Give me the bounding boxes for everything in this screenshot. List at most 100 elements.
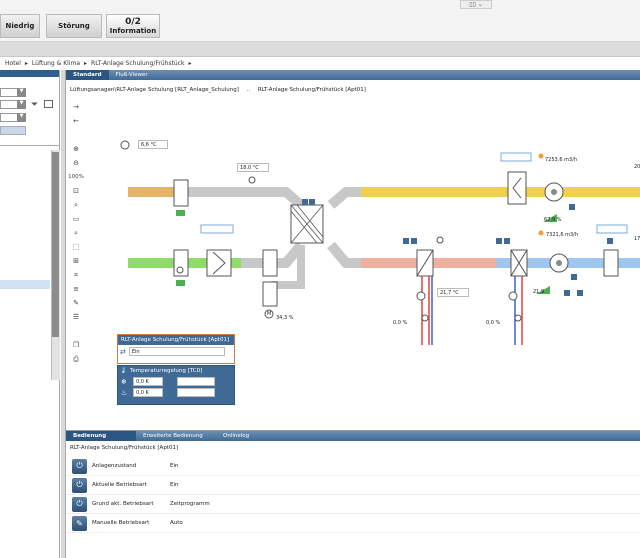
speed-bar-1 [543, 214, 557, 222]
attenuator-top-shape [512, 177, 522, 199]
temp-val1: 0,0 K [133, 377, 163, 386]
heat-icon: ♨ [121, 388, 128, 397]
zoom-out-icon[interactable]: ⊖ [73, 159, 79, 167]
table-icon[interactable] [44, 100, 53, 108]
comment-icon[interactable]: ✎ [73, 299, 79, 307]
tree-item-selected[interactable] [0, 280, 50, 289]
secondary-dropdown-icon[interactable]: ▼ [17, 113, 26, 122]
main-view: Standard Fluß-Viewer Lüftungsanagen\RLT-… [65, 70, 640, 430]
back-icon[interactable]: ← [73, 117, 79, 125]
status-sq-6 [504, 238, 510, 244]
popup-value: Ein [128, 347, 225, 356]
breadcrumb-item[interactable]: RLT-Anlage Schulung/Frühstück [91, 60, 185, 67]
empty-box-2 [500, 152, 532, 162]
tab-erweiterte-bedienung[interactable]: Erweiterte Bedienung [143, 433, 203, 439]
view-toolbar: → ← ⊕ ⊖ 100% ⊡ ⌕ ▭ ⌕ ⬚ ⊞ ⌗ ≡ ✎ ☰ ❐ ⎙ [68, 100, 85, 366]
damper-1 [262, 249, 278, 277]
tree-scrollbar-thumb[interactable] [52, 152, 59, 337]
temp-box1 [177, 377, 215, 386]
valve1-percent: 0,0 % [393, 320, 408, 326]
alarm-button-information[interactable]: 0/2 Information [106, 14, 160, 38]
duct-exhaust [356, 187, 640, 197]
alarm-dot-1 [538, 153, 544, 159]
breadcrumb-sep-icon: ▸ [188, 60, 192, 67]
power-icon: ⏻ [72, 496, 87, 512]
breadcrumb-sep-icon: ▸ [24, 60, 28, 67]
left-panel-header [0, 70, 59, 77]
breadcrumb-item[interactable]: Hotel [5, 60, 21, 67]
select-icon[interactable]: ⬚ [72, 243, 80, 251]
row-value: Zeitprogramm [170, 501, 210, 507]
valve2-percent: 0,0 % [486, 320, 501, 326]
popup-temperature[interactable]: 🌡 Temperaturregelung [TC0] ❄ 0,0 K ♨ 0,0… [117, 365, 235, 405]
duct-grey-bottom [241, 241, 361, 268]
pipe-heater [421, 276, 430, 345]
row-value: Ein [170, 463, 179, 469]
print-icon[interactable]: ⎙ [73, 354, 79, 363]
list-item[interactable]: ⏻ Anlagenzustand Ein [66, 457, 640, 476]
panel-splitter[interactable] [61, 70, 65, 558]
view-path-sep: .. [246, 87, 251, 93]
fan-bottom-hub [556, 260, 562, 266]
row-label: Anlagenzustand [92, 463, 137, 469]
copy-icon[interactable]: ❐ [72, 341, 80, 349]
motor-letter: M [267, 311, 272, 317]
sensor-2 [436, 236, 444, 244]
view-tabs: Standard Fluß-Viewer [66, 70, 640, 80]
list-item[interactable]: ⏻ Grund akt. Betriebsart Zeitprogramm [66, 495, 640, 514]
tab-onlinelog[interactable]: Onlinelog [223, 433, 250, 439]
breadcrumb: Hotel▸ Lüftung & Klima▸ RLT-Anlage Schul… [0, 57, 640, 69]
filter-dropdown-icon[interactable]: ▼ [17, 88, 26, 97]
status-sq-10 [577, 290, 583, 296]
filter-icon[interactable]: ⏷ [31, 100, 39, 110]
status-sq-9 [564, 290, 570, 296]
temp-val2: 0,0 K [133, 388, 163, 397]
fan-run-icon-1 [176, 210, 185, 216]
filter-bottom2-shape [212, 251, 226, 275]
edit-icon: ✎ [72, 515, 87, 531]
breadcrumb-item[interactable]: Lüftung & Klima [31, 60, 81, 67]
power-icon: ⏻ [72, 458, 87, 474]
popup-status[interactable]: RLT-Anlage Schulung/Frühstück [Apt01] ⇄ … [117, 334, 235, 364]
search-dropdown-icon[interactable]: ▼ [17, 100, 26, 109]
grid-icon[interactable]: ⊞ [73, 257, 79, 265]
window-controls[interactable]: ▯▯ ⌄ [460, 0, 492, 9]
apply-button[interactable] [0, 126, 26, 135]
flow-bottom-value: 7321,6 m3/h [546, 232, 578, 238]
filter-top [173, 179, 189, 207]
supply-temp-value: 18,0 °C [237, 163, 269, 172]
sensor-3 [176, 266, 184, 274]
zoom-level: 100% [68, 174, 84, 180]
view-path-left: Lüftungsanagen\RLT-Anlage Schulung [RLT_… [70, 87, 239, 93]
row-label: Grund akt. Betriebsart [92, 501, 154, 507]
attenuator-top [507, 171, 527, 205]
pump-2 [508, 291, 518, 301]
switch-icon: ⇄ [120, 347, 126, 356]
status-sq-3 [403, 238, 409, 244]
bars-icon[interactable]: ☰ [72, 313, 80, 321]
flow-top-value: 7253,6 m3/h [545, 157, 577, 163]
frame-icon[interactable]: ▭ [72, 215, 80, 223]
list-icon[interactable]: ≡ [73, 285, 79, 293]
search-icon[interactable]: ⌕ [74, 200, 78, 209]
tab-fluss-viewer[interactable]: Fluß-Viewer [115, 72, 148, 78]
alarm-button-niedrig[interactable]: Niedrig [0, 14, 40, 38]
magnify-icon[interactable]: ⌕ [74, 228, 78, 237]
row-value: Ein [170, 482, 179, 488]
status-sq-1 [302, 199, 308, 205]
tab-bedienung[interactable]: Bedienung [66, 431, 136, 441]
outdoor-temp-value: 6,6 °C [138, 140, 168, 149]
alarm-count: 0/2 [125, 17, 141, 27]
heater-temp-value: 21,7 °C [437, 288, 469, 297]
fit-icon[interactable]: ⊡ [73, 187, 79, 195]
status-sq-4 [411, 238, 417, 244]
edge-value-top: 20 [634, 164, 640, 170]
zoom-in-icon[interactable]: ⊕ [73, 145, 79, 153]
crop-icon[interactable]: ⌗ [74, 270, 78, 279]
hvac-diagram [120, 140, 640, 345]
forward-icon[interactable]: → [73, 103, 79, 111]
alarm-button-stoerung[interactable]: Störung [46, 14, 102, 38]
tab-standard[interactable]: Standard [66, 70, 109, 80]
